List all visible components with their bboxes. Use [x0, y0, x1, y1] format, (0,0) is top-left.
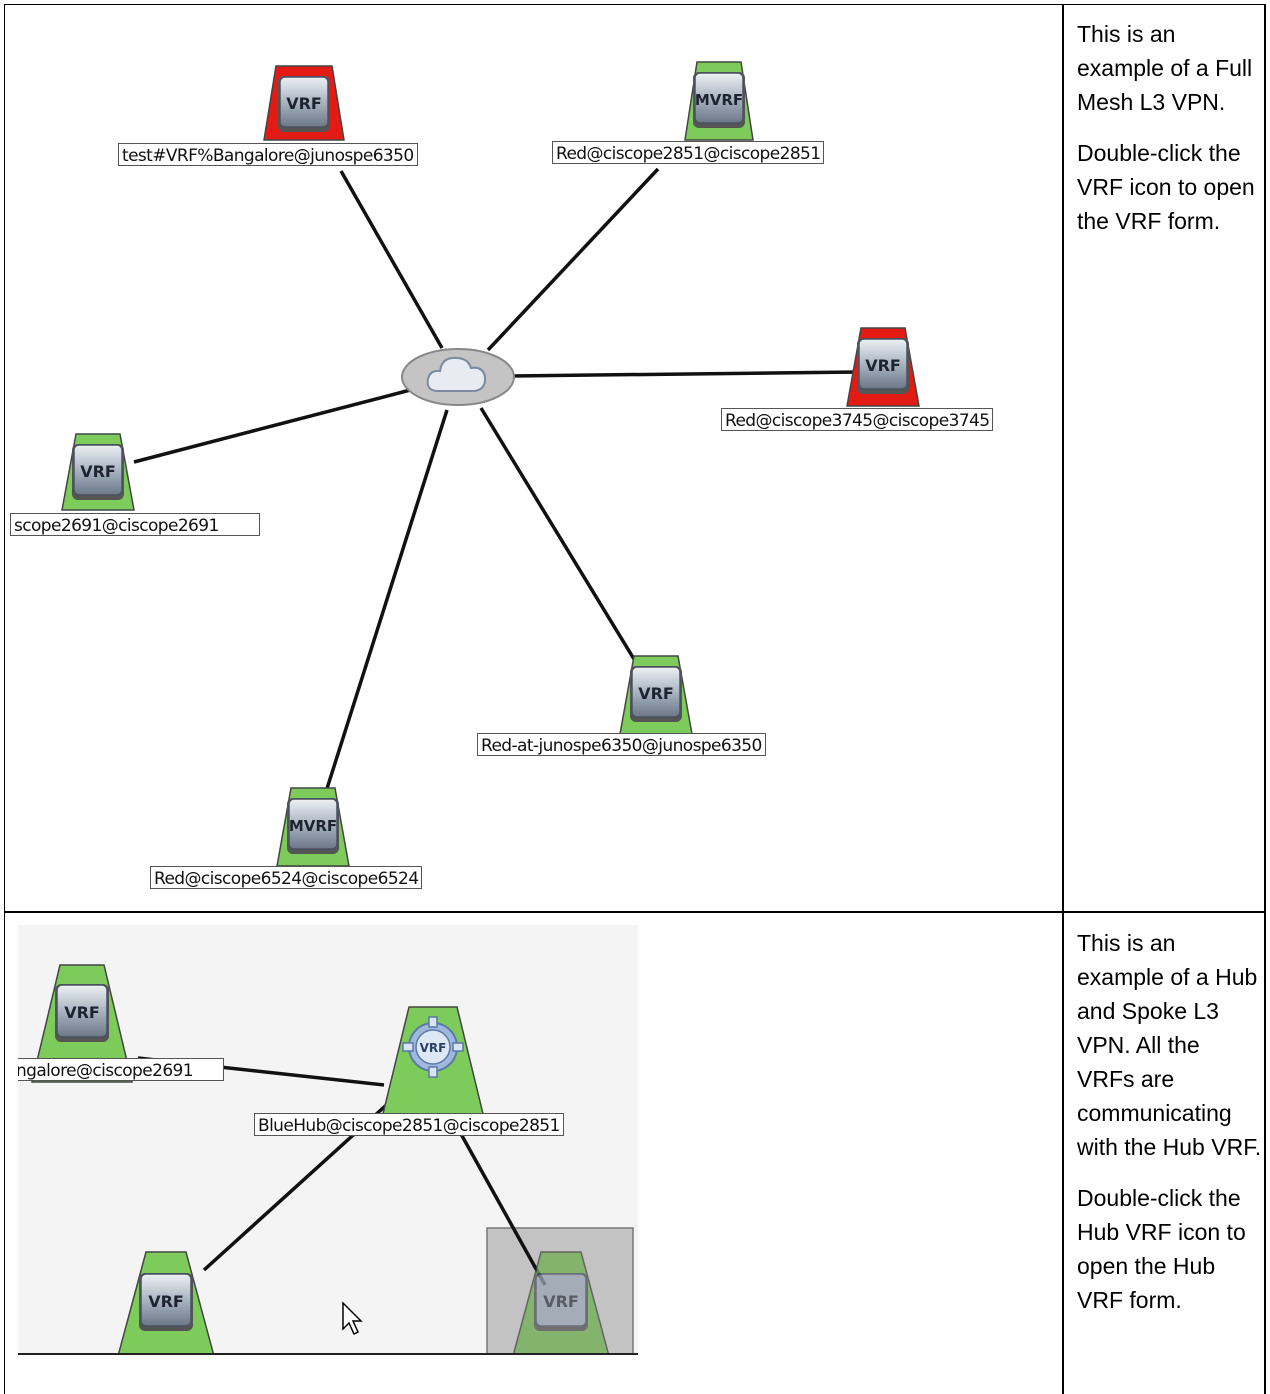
- vrf-node-icon[interactable]: VRF: [61, 433, 135, 511]
- vrf-node-label[interactable]: ngalore@ciscope2691: [18, 1058, 224, 1081]
- link-mesh-3: [510, 370, 859, 378]
- hub-vrf-label[interactable]: BlueHub@ciscope2851@ciscope2851: [254, 1113, 564, 1136]
- link-mesh-6: [322, 409, 449, 799]
- vpn-cloud-icon[interactable]: [401, 348, 515, 406]
- link-mesh-1: [339, 170, 444, 349]
- link-spoke-3: [454, 1124, 547, 1286]
- link-mesh-2: [486, 167, 660, 352]
- description-paragraph: Double-click the Hub VRF icon to open th…: [1077, 1185, 1246, 1313]
- vrf-spoke-icon-text: VRF: [64, 1003, 100, 1022]
- vrf-spoke-icon[interactable]: VRF: [117, 1251, 215, 1355]
- vrf-spoke-icon-selected[interactable]: VRF: [512, 1251, 610, 1355]
- vrf-node-icon-text: VRF: [865, 356, 901, 375]
- hub-vrf-icon[interactable]: VRF: [380, 1006, 486, 1123]
- vrf-node-icon[interactable]: VRF: [263, 64, 345, 141]
- description-paragraph: This is an example of a Hub and Spoke L3…: [1077, 930, 1262, 1160]
- vrf-node-label[interactable]: test#VRF%Bangalore@junospe6350: [118, 143, 418, 166]
- vrf-node-label[interactable]: scope2691@ciscope2691: [10, 513, 260, 536]
- description-paragraph: Double-click the VRF icon to open the VR…: [1077, 140, 1255, 234]
- full-mesh-diagram: VRF MVRF VRF VRF VRF MVRF: [61, 61, 920, 867]
- full-mesh-description: This is an example of a Full Mesh L3 VPN…: [1077, 17, 1262, 255]
- hub-spoke-description: This is an example of a Hub and Spoke L3…: [1077, 926, 1262, 1334]
- description-paragraph: This is an example of a Full Mesh L3 VPN…: [1077, 21, 1253, 115]
- table-row-divider: [4, 911, 1266, 913]
- table-border-right: [1264, 4, 1266, 1394]
- mvrf-node-icon-text: MVRF: [289, 817, 337, 835]
- vrf-node-label[interactable]: Red-at-junospe6350@junospe6350: [477, 733, 766, 756]
- table-column-divider: [1062, 4, 1064, 1394]
- mouse-cursor-icon: [342, 1301, 363, 1336]
- vrf-node-icon-text: VRF: [638, 684, 674, 703]
- vrf-node-label[interactable]: Red@ciscope2851@ciscope2851: [552, 141, 825, 164]
- vrf-spoke-icon[interactable]: VRF: [31, 964, 133, 1083]
- vrf-node-icon-text: VRF: [286, 94, 322, 113]
- vrf-node-icon[interactable]: VRF: [619, 655, 693, 735]
- hub-vrf-icon-text: VRF: [420, 1041, 447, 1055]
- hub-spoke-canvas: VRF VRF VRF VRF: [18, 925, 638, 1355]
- vrf-spoke-icon-text: VRF: [148, 1292, 184, 1311]
- mvrf-node-icon-text: MVRF: [695, 91, 743, 109]
- vrf-node-label[interactable]: Red@ciscope6524@ciscope6524: [150, 866, 423, 889]
- vrf-node-label[interactable]: Red@ciscope3745@ciscope3745: [721, 408, 994, 431]
- mvrf-node-icon[interactable]: MVRF: [684, 61, 754, 141]
- mvrf-node-icon[interactable]: MVRF: [276, 787, 350, 867]
- vrf-node-icon[interactable]: VRF: [846, 327, 920, 407]
- content-table: [4, 4, 1266, 1394]
- vrf-spoke-icon-text: VRF: [543, 1292, 579, 1311]
- link-mesh-5: [479, 407, 639, 665]
- vrf-node-icon-text: VRF: [80, 462, 116, 481]
- link-mesh-4: [133, 386, 419, 464]
